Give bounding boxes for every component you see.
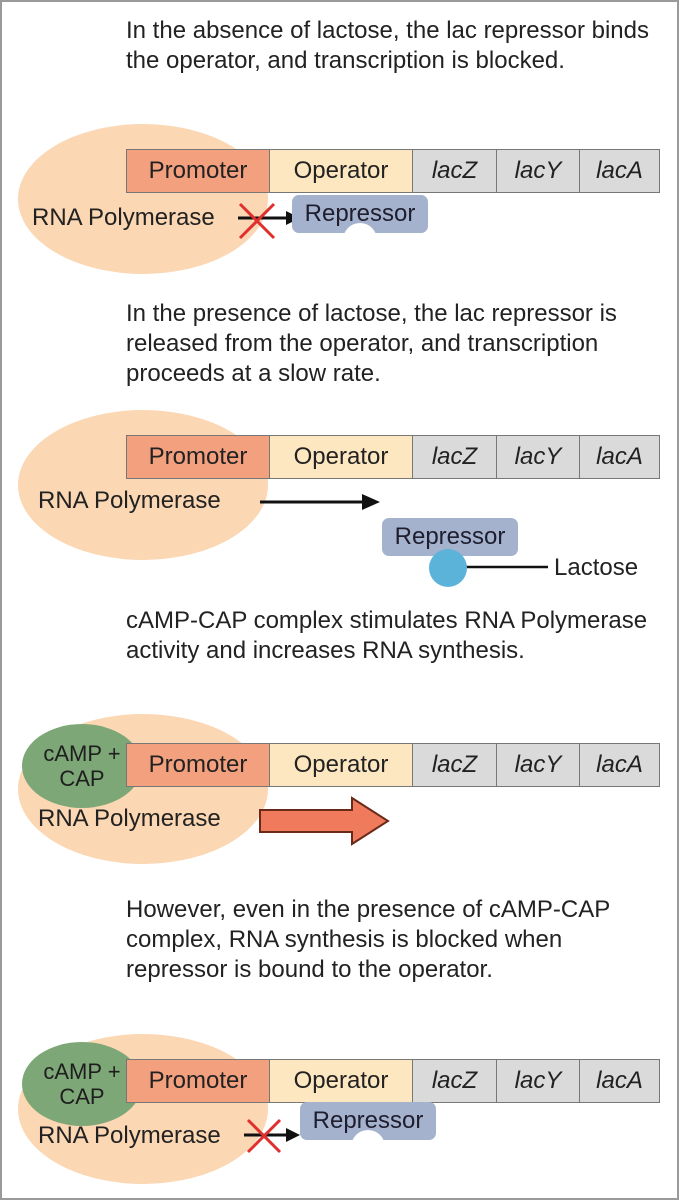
- panel-2-lactose-label: Lactose: [554, 554, 639, 581]
- panel-4-camp-cap: cAMP + CAP: [22, 1042, 142, 1126]
- panel-2-repressor: Repressor: [382, 518, 518, 556]
- panel-2-laca: lacA: [580, 436, 659, 478]
- panel-3-strong-transcription-arrow: [259, 796, 390, 846]
- panel-4-operon: Promoter Operator lacZ lacY lacA: [126, 1059, 660, 1103]
- panel-4-camp-cap-label: cAMP + CAP: [43, 1059, 121, 1109]
- panel-3-promoter: Promoter: [127, 744, 270, 786]
- panel-1-lacz: lacZ: [413, 150, 497, 192]
- panel-2-promoter: Promoter: [127, 436, 270, 478]
- panel-3-operator: Operator: [270, 744, 413, 786]
- panel-4-operator: Operator: [270, 1060, 413, 1102]
- panel-4-description: However, even in the presence of cAMP-CA…: [126, 896, 610, 983]
- panel-3-camp-cap-label: cAMP + CAP: [43, 741, 121, 791]
- panel-2-lacz: lacZ: [413, 436, 497, 478]
- panel-1-repressor: Repressor: [292, 195, 428, 241]
- panel-2-polymerase-label: RNA Polymerase: [38, 487, 221, 514]
- panel-3-polymerase-label: RNA Polymerase: [38, 805, 221, 832]
- panel-4-lacy: lacY: [497, 1060, 580, 1102]
- panel-4-blocked-arrow: [244, 1118, 300, 1154]
- panel-2-description: In the presence of lactose, the lac repr…: [126, 300, 617, 387]
- panel-1-repressor-label: Repressor: [304, 200, 416, 227]
- panel-2-lactose-group: [429, 549, 548, 587]
- panel-3-camp-cap: cAMP + CAP: [22, 724, 142, 808]
- panel-4-lacz: lacZ: [413, 1060, 497, 1102]
- panel-4-promoter: Promoter: [127, 1060, 270, 1102]
- panel-4-repressor-binding-notch: [351, 1130, 385, 1148]
- panel-2-transcription-arrow: [260, 494, 380, 510]
- panel-2-operon: Promoter Operator lacZ lacY lacA: [126, 435, 660, 479]
- panel-1-operator: Operator: [270, 150, 413, 192]
- panel-1-polymerase-blob: [18, 124, 268, 274]
- panel-2-polymerase-blob: [18, 410, 268, 560]
- panel-1-description: In the absence of lactose, the lac repre…: [126, 17, 649, 74]
- panel-1-polymerase-label: RNA Polymerase: [32, 204, 215, 231]
- panel-2-operator: Operator: [270, 436, 413, 478]
- panel-3-laca: lacA: [580, 744, 659, 786]
- panel-4-laca: lacA: [580, 1060, 659, 1102]
- panel-4-repressor-label: Repressor: [312, 1107, 424, 1134]
- panel-1-operon: Promoter Operator lacZ lacY lacA: [126, 149, 660, 193]
- panel-2-repressor-label: Repressor: [394, 523, 506, 550]
- panel-1-promoter: Promoter: [127, 150, 270, 192]
- lactose-molecule-icon: [429, 549, 467, 587]
- panel-3-operon: Promoter Operator lacZ lacY lacA: [126, 743, 660, 787]
- panel-1-laca: lacA: [580, 150, 659, 192]
- panel-4-repressor: Repressor: [300, 1102, 436, 1148]
- panel-4-polymerase-label: RNA Polymerase: [38, 1122, 221, 1149]
- panel-3-lacy: lacY: [497, 744, 580, 786]
- panel-1-lacy: lacY: [497, 150, 580, 192]
- panel-2-lacy: lacY: [497, 436, 580, 478]
- panel-3-description: cAMP-CAP complex stimulates RNA Polymera…: [126, 607, 648, 664]
- panel-3-lacz: lacZ: [413, 744, 497, 786]
- panel-1-repressor-binding-notch: [343, 223, 377, 241]
